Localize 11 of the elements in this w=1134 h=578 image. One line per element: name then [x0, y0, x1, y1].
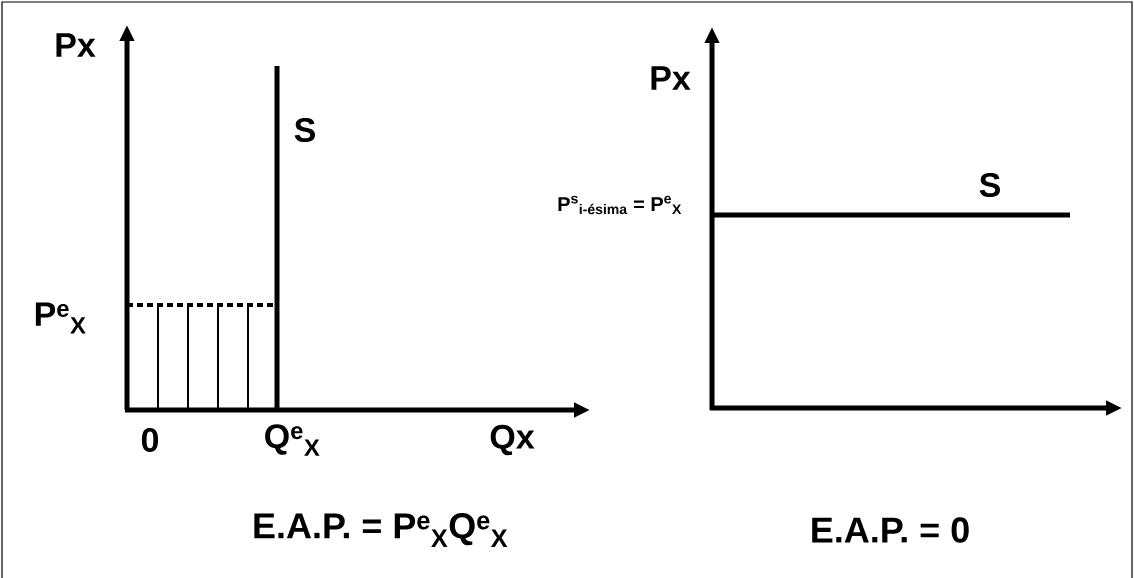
curve-label: S	[979, 172, 1000, 198]
quantity-label: Q$^{e}$X	[265, 424, 320, 456]
origin-label: 0	[141, 427, 159, 453]
price-label: P$^{s}$$_{i-ésima}$ = P$^{e}$X	[558, 195, 682, 215]
formula-text: E.A.P. = P$^{e}$$_{X}$Q$^{e}$X	[254, 513, 508, 547]
price-label: P$^{e}$X	[35, 302, 86, 334]
axis-label: Px	[56, 33, 96, 57]
axis-label: Qx	[490, 424, 535, 456]
axis-label: Px	[651, 66, 691, 90]
formula-text: E.A.P. = 0	[812, 517, 969, 543]
curve-label: S	[294, 117, 315, 143]
